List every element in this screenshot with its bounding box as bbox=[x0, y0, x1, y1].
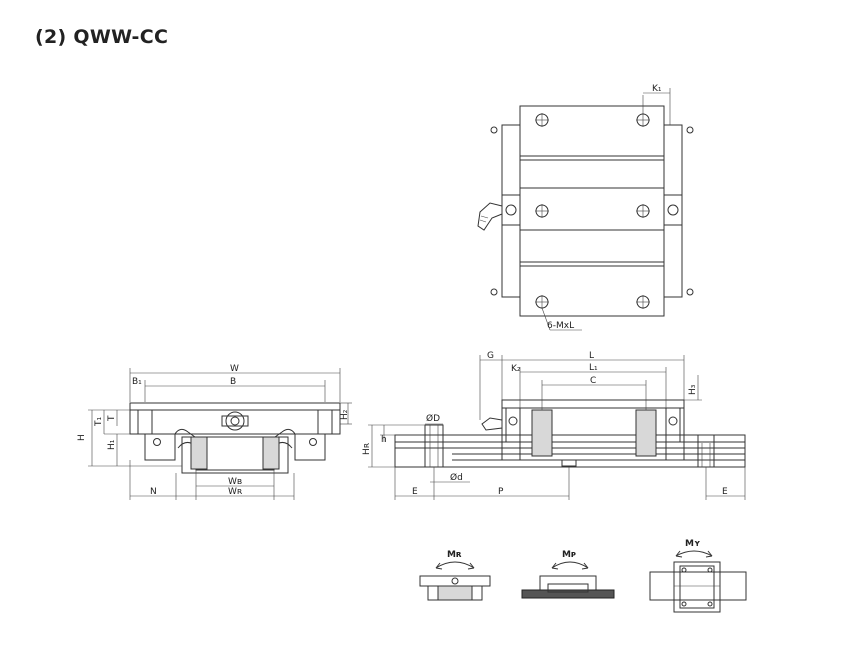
dim-b: B bbox=[230, 377, 236, 387]
side-view: L G L₁ K₂ C H₃ Hʀ h ØD Ød E bbox=[362, 351, 746, 500]
end-cap-right bbox=[663, 124, 683, 298]
dim-l1: L₁ bbox=[589, 363, 598, 373]
dim-n: N bbox=[150, 487, 157, 497]
dim-h2: H₂ bbox=[340, 409, 350, 420]
dim-small-d: Ød bbox=[450, 472, 463, 483]
front-view: W B B₁ H T₁ T H₁ H₂ Wʙ Wʀ N bbox=[77, 364, 352, 500]
moment-mr: Mʀ bbox=[419, 550, 491, 601]
grease-nipple-front bbox=[225, 411, 245, 431]
label-mp: Mᴘ bbox=[562, 550, 576, 560]
label-my: Mʏ bbox=[685, 539, 700, 549]
side-block bbox=[501, 407, 685, 461]
dim-e-left: E bbox=[412, 487, 418, 497]
mount-note: 6-MxL bbox=[547, 321, 574, 331]
moment-mp: Mᴘ bbox=[521, 550, 615, 599]
side-rail bbox=[394, 434, 746, 468]
dim-k2: K₂ bbox=[511, 364, 521, 374]
dim-big-d: ØD bbox=[426, 413, 440, 424]
moment-my: Mʏ bbox=[649, 539, 747, 613]
dim-t1: T₁ bbox=[94, 417, 104, 427]
grease-nipple-top bbox=[477, 202, 503, 231]
end-cap-left bbox=[501, 124, 521, 298]
dim-hr: Hʀ bbox=[362, 442, 372, 455]
dim-c: C bbox=[590, 376, 596, 386]
top-view: K₁ 6-MxL bbox=[477, 84, 694, 331]
grease-nipple-side bbox=[481, 417, 503, 431]
dim-b1: B₁ bbox=[132, 377, 142, 387]
dim-h: H bbox=[77, 434, 87, 441]
page-title: (2) QWW-CC bbox=[35, 26, 169, 48]
dim-e-right: E bbox=[722, 487, 728, 497]
dim-h1: H₁ bbox=[107, 439, 117, 450]
dim-small-h: h bbox=[381, 435, 387, 445]
dim-p: P bbox=[498, 487, 504, 497]
dim-h3: H₃ bbox=[688, 384, 698, 395]
dim-w: W bbox=[230, 364, 239, 374]
dim-t: T bbox=[107, 415, 117, 422]
label-mr: Mʀ bbox=[447, 550, 462, 560]
front-block-top bbox=[129, 409, 341, 435]
dim-k1: K₁ bbox=[652, 84, 662, 94]
dim-g: G bbox=[487, 351, 494, 361]
front-rail bbox=[181, 436, 289, 474]
mounting-holes bbox=[535, 113, 650, 309]
dim-wr: Wʀ bbox=[228, 487, 243, 497]
dim-wb: Wʙ bbox=[228, 477, 242, 487]
dim-l: L bbox=[589, 351, 594, 361]
